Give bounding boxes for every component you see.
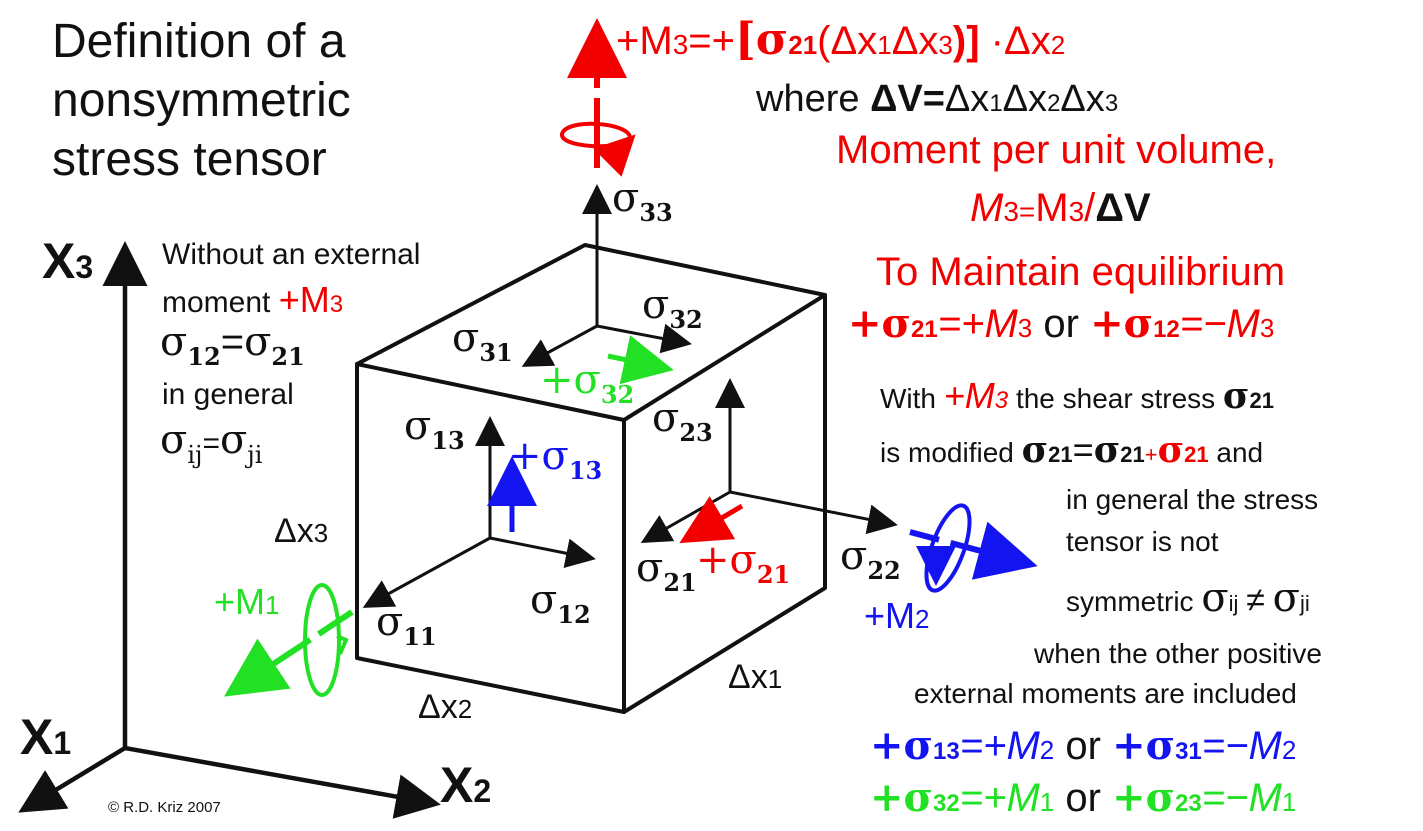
stress-arrows [362, 184, 898, 608]
m3-moment-symbol [560, 18, 636, 177]
title-line1: Definition of a [52, 15, 346, 68]
sigma32-label: σ32 [642, 282, 703, 334]
copyright-text: © R.D. Kriz 2007 [108, 799, 221, 816]
sigma31-arrow [521, 324, 598, 367]
delta-x1-label: Δx1 [728, 658, 783, 696]
left-note-line1: Without an external [162, 238, 421, 271]
sigma31-label: σ31 [452, 315, 513, 367]
m2-moment-symbol [909, 503, 1038, 593]
right-note-line3: in general the stress [1066, 484, 1319, 515]
title-line2: nonsymmetric [52, 74, 351, 127]
plus-sigma32-label: +σ32 [540, 357, 635, 409]
left-note-equation2: σij=σji [160, 417, 263, 469]
sigma12-label: σ12 [530, 577, 591, 629]
x3-axis-label: X3 [42, 233, 94, 289]
delta-x3-label: Δx3 [274, 512, 329, 550]
delta-x2-label: Δx2 [418, 688, 473, 726]
left-note-line2: moment +M3 [162, 279, 344, 320]
sigma21-arrow [640, 490, 731, 543]
moment-per-volume-heading: Moment per unit volume, [836, 128, 1277, 172]
right-note-line4: tensor is not [1066, 526, 1219, 557]
right-note-line5: symmetric σij ≠ σji [1066, 575, 1310, 621]
plus-sigma13-label: +σ13 [508, 433, 603, 485]
sigma11-arrow [362, 536, 491, 608]
cube-outline [355, 243, 827, 714]
x2-axis-line [124, 745, 441, 819]
sigma21-label: σ21 [636, 545, 697, 597]
right-note-line1: With +M3 the shear stress σ21 [880, 375, 1274, 417]
global-axes [18, 241, 441, 819]
sigma23-label: σ23 [652, 395, 713, 447]
equilibrium-heading: To Maintain equilibrium [876, 250, 1286, 294]
m1-moment-symbol [223, 583, 354, 697]
m2-label: +M2 [864, 595, 930, 636]
x1-axis-label: X1 [20, 709, 72, 765]
left-note-equation1: σ12=σ21 [160, 319, 305, 371]
right-note-line2: is modified σ21=σ21+σ21 and [880, 429, 1264, 471]
sigma22-label: σ22 [840, 533, 901, 585]
bottom-equation-blue: +σ13=+M2 or +σ31=−M2 [870, 722, 1297, 769]
title-line3: stress tensor [52, 133, 327, 186]
m1-label: +M1 [214, 581, 280, 622]
where-line: where ΔV=Δx1Δx2Δx3 [756, 78, 1119, 120]
plus-sigma21-label: +σ21 [696, 537, 791, 589]
sigma11-label: σ11 [376, 599, 437, 651]
sigma12-arrow [489, 536, 596, 569]
sigma33-label: σ33 [612, 175, 673, 227]
x2-axis-label: X2 [440, 757, 492, 813]
plus-sigma21-arrow [679, 496, 744, 544]
m3-equation: +M3=+[σ21(Δx1Δx3)] ·Δx2 [616, 14, 1066, 65]
x1-axis-line [18, 746, 127, 813]
moment-per-volume-equation: M3=M3/ΔV [970, 186, 1151, 230]
sigma13-label: σ13 [404, 403, 465, 455]
right-note-line7: external moments are included [914, 678, 1297, 709]
plus-sigma32-arrow [607, 335, 674, 385]
right-note-line6: when the other positive [1034, 638, 1322, 669]
equilibrium-equation: +σ21=+M3 or +σ12=−M3 [848, 300, 1275, 347]
left-note-line4: in general [162, 378, 294, 411]
sigma22-arrow [729, 490, 898, 535]
bottom-equation-green: +σ32=+M1 or +σ23=−M1 [870, 774, 1297, 821]
